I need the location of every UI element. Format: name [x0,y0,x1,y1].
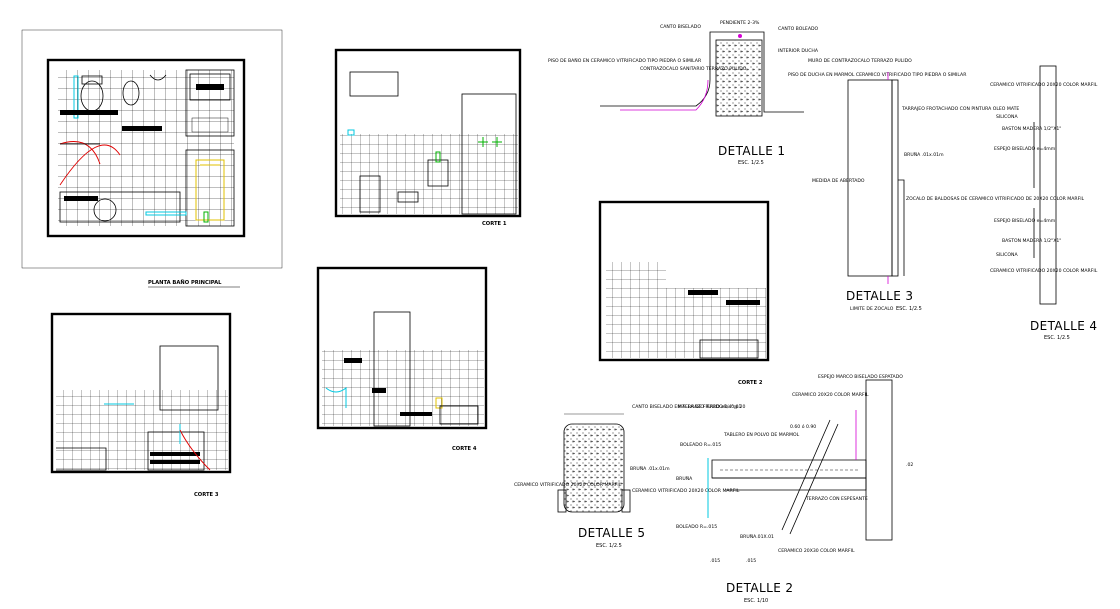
d1-note-canto: CANTO BISELADO [660,24,701,30]
d2-note-malla: MALLA DE FIERRO ø1/4"@.20 [678,404,745,410]
d5-note-ceramico-right: CERAMICO VITRIFICADO 20X20 COLOR MARFIL [632,488,740,494]
detalle2-scale: ESC. 1/10 [744,598,768,604]
detalle2-title: DETALLE 2 [726,581,793,595]
detalle1-scale: ESC. 1/2.5 [738,160,764,166]
detail-3: TARRAJEO FROTACHADO CON PINTURA OLEO MAT… [812,72,1085,312]
detalle3-subtitle: LIMITE DE ZOCALO [850,306,894,312]
detalle1-title: DETALLE 1 [718,144,785,158]
d2-note-ceramico-bot: CERAMICO 20X30 COLOR MARFIL [778,548,855,554]
corte1-title: CORTE 1 [482,221,507,227]
d5-note-bruna: BRUÑA .01x.01m [630,465,670,472]
d3-note-medida: MEDIDA DE ABERTADO [812,178,865,184]
d1-note-pendiente: PENDIENTE 2-3% [720,20,760,26]
d4-note-silicona: SILICONA [996,114,1018,120]
d2-note-boleado2: BOLEADO R=.015 [676,524,717,530]
d4-note-baston2: BASTON MADERA 1/2"X1" [1002,238,1061,244]
section-corte-2: CORTE 2 [598,200,770,386]
d2-note-boleado: BOLEADO R=.015 [680,442,721,448]
d4-note-espejo2: ESPEJO BISELADO e=4mm [994,218,1056,224]
corte3-title: CORTE 3 [194,492,219,498]
plan-title: PLANTA BAÑO PRINCIPAL [148,279,222,286]
d3-note-bruna: BRUÑA .01x.01m [904,151,944,158]
d4-note-ceramico-bot: CERAMICO VITRIFICADO 20X20 COLOR MARFIL [990,268,1098,274]
d1-note-piso-ducha: PISO DE DUCHA EN MARMOL CERAMICO VITRIFI… [788,72,967,78]
d2-note-bruna: BRUÑA [676,475,693,482]
corte4-title: CORTE 4 [452,446,477,452]
detalle5-title: DETALLE 5 [578,526,645,540]
d3-note-tarrajeo: TARRAJEO FROTACHADO CON PINTURA OLEO MAT… [901,106,1019,112]
detail-4: CERAMICO VITRIFICADO 20X20 COLOR MARFIL … [990,65,1098,341]
detalle3-scale: ESC. 1/2.5 [896,306,922,312]
d2-note-bruna2: BRUÑA.01X.01 [740,533,774,540]
d2-note-ceramico: CERAMICO 20X20 COLOR MARFIL [792,392,869,398]
section-corte-4: CORTE 4 [316,266,488,452]
d2-note-tablero: TABLERO EN POLVO DE MARMOL [723,432,800,438]
detail-1: CANTO BISELADO PENDIENTE 2-3% CANTO BOLE… [548,20,967,166]
detalle3-title: DETALLE 3 [846,289,913,303]
corte2-title: CORTE 2 [738,380,763,386]
d4-note-ceramico-top: CERAMICO VITRIFICADO 20X20 COLOR MARFIL [990,82,1098,88]
section-corte-3: CORTE 3 [50,312,232,498]
d2-note-02: .02 [906,462,913,468]
d2-note-espejo: ESPEJO MARCO BISELADO ESPATADO [818,374,903,380]
d2-note-015: .015 [710,558,720,564]
d5-note-ceramico-left: CERAMICO VITRIFICADO 20X20 COLOR MARFIL [514,482,622,488]
plan-view: PLANTA BAÑO PRINCIPAL [21,29,283,288]
d2-note-dim: 0.60 ó 0.90 [790,423,816,430]
d4-note-espejo: ESPEJO BISELADO e=4mm [994,146,1056,152]
d1-note-contrazocalo: CONTRAZOCALO SANITARIO TERRAZO PULIDO [640,66,747,72]
section-corte-1: CORTE 1 [334,48,522,227]
d4-note-baston: BASTON MADERA 1/2"X1" [1002,126,1061,132]
d1-note-interior: INTERIOR DUCHA [778,48,819,54]
d4-note-silicona2: SILICONA [996,252,1018,258]
detalle5-scale: ESC. 1/2.5 [596,543,622,549]
detail-2: ESPEJO MARCO BISELADO ESPATADO CERAMICO … [676,374,913,604]
d5-note-canto: CANTO BISELADO EN TERRAZO PULIDO R=0.01 [632,404,741,410]
d3-note-zocalo: ZOCALO DE BALDOSAS DE CERAMICO VITRIFICA… [906,196,1085,202]
d2-note-terrazo: TERRAZO CON ESPESANTE [805,496,868,502]
detalle4-title: DETALLE 4 [1030,319,1097,333]
d2-note-010: .015 [746,558,756,564]
d1-note-muro: MURO DE CONTRAZOCALO TERRAZO PULIDO [808,58,912,64]
detail-5: CANTO BISELADO EN TERRAZO PULIDO R=0.01 … [514,404,741,549]
detalle4-scale: ESC. 1/2.5 [1044,335,1070,341]
d1-note-piso: PISO DE BAÑO EN CERAMICO VITRIFICADO TIP… [548,57,702,64]
d1-note-canto-boleado: CANTO BOLEADO [778,26,818,32]
